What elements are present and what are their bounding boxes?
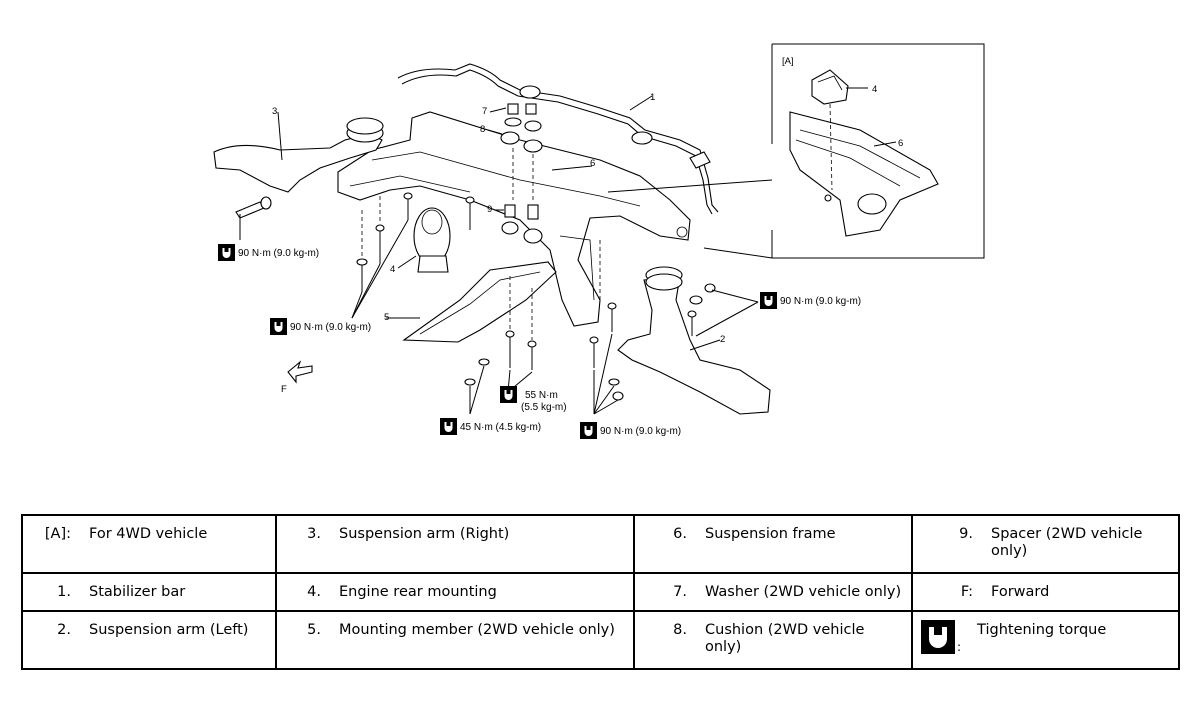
legend-key: 9. [959, 526, 973, 542]
legend-cell: 8. Cushion (2WD vehicle only) [633, 610, 913, 670]
legend-text: Spacer (2WD vehicle only) [991, 526, 1143, 559]
torque-wrench-icon [921, 620, 955, 654]
legend-cell: : Tightening torque [911, 610, 1180, 670]
legend-key: F: [960, 584, 973, 600]
suspension-exploded-diagram: 1 6 3 2 4 5 [213, 43, 985, 439]
inset-callout-4: 4 [872, 84, 877, 95]
svg-text:(5.5 kg-m): (5.5 kg-m) [521, 402, 567, 413]
inset-4wd: [A] 4 6 [607, 43, 985, 259]
legend-cell: 9. Spacer (2WD vehicle only) [911, 514, 1180, 574]
torque-label-center-mid: 55 N·m (5.5 kg-m) [500, 386, 567, 413]
svg-text:90 N·m (9.0 kg-m): 90 N·m (9.0 kg-m) [780, 296, 861, 307]
callout-2: 2 [720, 334, 725, 345]
legend-row: 2. Suspension arm (Left) 5. Mounting membe… [21, 610, 1180, 670]
legend-text: Suspension frame [705, 526, 836, 542]
callout-3: 3 [272, 106, 277, 117]
mounting-member: 5 [384, 261, 557, 343]
callout-1: 1 [650, 92, 655, 103]
legend-cell: [A]: For 4WD vehicle [21, 514, 277, 574]
washer-cushion-spacer-stack: 7 8 9 [480, 103, 543, 244]
legend-key: 3. [307, 526, 321, 542]
legend-cell: 2. Suspension arm (Left) [21, 610, 277, 670]
legend-key: 2. [57, 622, 71, 638]
legend-text: Suspension arm (Left) [89, 622, 249, 638]
svg-text:90 N·m (9.0 kg-m): 90 N·m (9.0 kg-m) [600, 426, 681, 437]
callout-5: 5 [384, 312, 389, 323]
suspension-frame: 6 [337, 111, 691, 327]
legend-text: Cushion (2WD vehicle only) [705, 622, 865, 655]
svg-text:90 N·m (9.0 kg-m): 90 N·m (9.0 kg-m) [238, 248, 319, 259]
torque-label-left-lower: 90 N·m (9.0 kg-m) [270, 318, 371, 335]
bolts [356, 192, 716, 401]
legend-cell: 4. Engine rear mounting [275, 572, 635, 612]
legend-key: 5. [307, 622, 321, 638]
legend-text: Mounting member (2WD vehicle only) [339, 622, 615, 638]
legend-text: Tightening torque [977, 622, 1107, 638]
legend-cell: 1. Stabilizer bar [21, 572, 277, 612]
legend-text: Stabilizer bar [89, 584, 186, 600]
legend-cell: F: Forward [911, 572, 1180, 612]
forward-arrow: F [281, 360, 313, 395]
legend-cell: 3. Suspension arm (Right) [275, 514, 635, 574]
callout-6: 6 [590, 158, 595, 169]
legend-cell: 6. Suspension frame [633, 514, 913, 574]
legend-key: 8. [673, 622, 687, 638]
torque-label-right-upper: 90 N·m (9.0 kg-m) [760, 292, 861, 309]
svg-text:45 N·m (4.5 kg-m): 45 N·m (4.5 kg-m) [460, 422, 541, 433]
legend-text: For 4WD vehicle [89, 526, 208, 542]
callout-9: 9 [487, 204, 492, 215]
legend-text: Forward [991, 584, 1050, 600]
svg-text:55 N·m: 55 N·m [525, 390, 558, 401]
legend-table: [A]: For 4WD vehicle 3. Suspension arm (Ri… [21, 514, 1180, 670]
legend-text: Suspension arm (Right) [339, 526, 510, 542]
legend-cell: 5. Mounting member (2WD vehicle only) [275, 610, 635, 670]
inset-callout-6: 6 [898, 138, 903, 149]
legend-key: 6. [673, 526, 687, 542]
callout-7: 7 [482, 106, 487, 117]
legend-colon: : [957, 640, 962, 654]
legend-cell: 7. Washer (2WD vehicle only) [633, 572, 913, 612]
legend-row: 1.Stabilizer bar 4.Engine rear mounting … [21, 572, 1180, 612]
suspension-arm-right: 3 [213, 106, 384, 219]
legend-row: [A]: For 4WD vehicle 3. Suspension arm (Ri… [21, 514, 1180, 574]
callout-4: 4 [390, 264, 395, 275]
svg-text:90 N·m (9.0 kg-m): 90 N·m (9.0 kg-m) [290, 322, 371, 333]
legend-key: 7. [673, 584, 687, 600]
forward-label: F [281, 384, 287, 395]
legend-text: Washer (2WD vehicle only) [705, 584, 902, 600]
suspension-arm-left: 2 [617, 266, 771, 415]
legend-key: 4. [307, 584, 321, 600]
callout-8: 8 [480, 124, 485, 135]
legend-key: [A]: [44, 526, 71, 542]
legend-text: Engine rear mounting [339, 584, 497, 600]
inset-tag: [A] [782, 56, 794, 67]
engine-rear-mounting: 4 [390, 207, 451, 275]
torque-label-center-low: 45 N·m (4.5 kg-m) [440, 418, 541, 435]
torque-label-right-low: 90 N·m (9.0 kg-m) [580, 422, 681, 439]
torque-label-left-upper: 90 N·m (9.0 kg-m) [218, 244, 319, 261]
legend-key: 1. [57, 584, 71, 600]
